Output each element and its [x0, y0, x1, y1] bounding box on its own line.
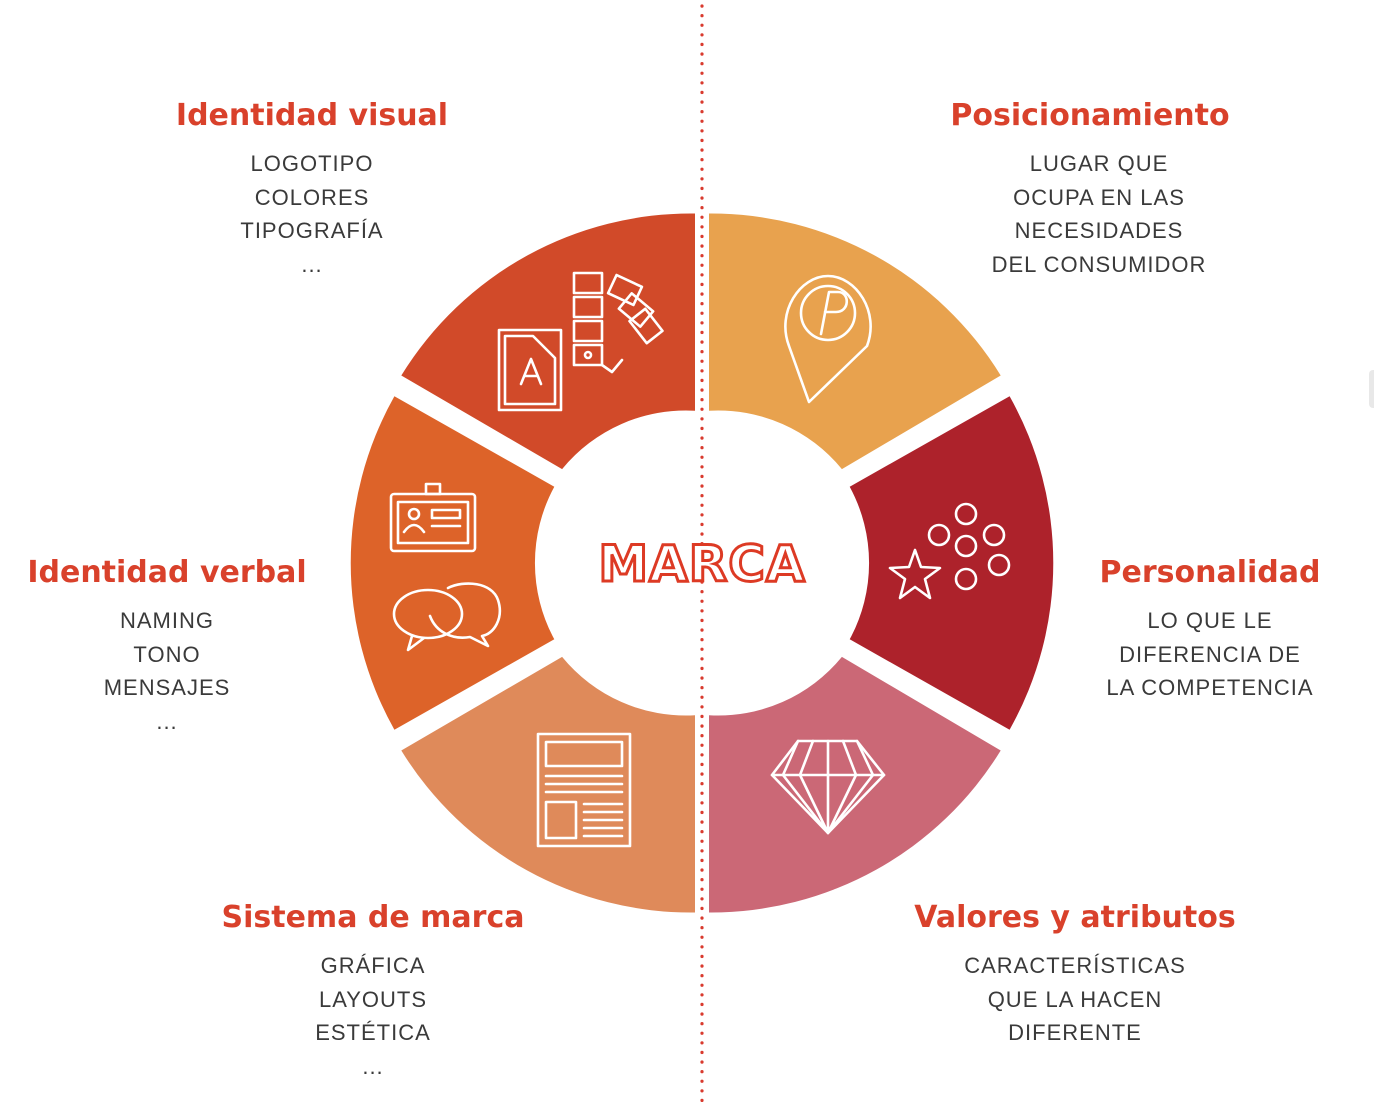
section-title: Identidad visual [175, 98, 449, 133]
speech-bubbles-icon [392, 582, 502, 652]
section-line: NAMING [120, 608, 214, 633]
section-line: LO QUE LE [1147, 608, 1273, 633]
section-personalidad: Personalidad LO QUE LE DIFERENCIA DE LA … [1054, 555, 1366, 705]
section-line: TONO [133, 641, 201, 667]
color-swatch-icon [572, 271, 664, 374]
layout-page-icon [536, 732, 632, 848]
section-line: LOGOTIPO [250, 151, 374, 176]
segment-personalidad [849, 396, 1054, 730]
center-label: MARCA [598, 535, 805, 593]
section-line: ... [301, 251, 323, 277]
section-identidad-visual: Identidad visual LOGOTIPO COLORES TIPOGR… [112, 98, 512, 281]
segment-identidad-verbal [350, 396, 555, 730]
segment-valores [709, 656, 1001, 913]
section-line: LAYOUTS [318, 986, 428, 1012]
segment-posicionamiento [709, 213, 1001, 470]
section-line: DEL CONSUMIDOR [991, 251, 1207, 277]
section-line: TIPOGRAFÍA [240, 218, 384, 243]
section-line: QUE LA HACEN [987, 986, 1163, 1012]
section-title: Sistema de marca [221, 900, 525, 935]
section-line: MENSAJES [103, 675, 231, 700]
location-pin-icon [784, 274, 872, 404]
section-title: Identidad verbal [27, 555, 307, 590]
section-line: LA COMPETENCIA [1106, 675, 1314, 700]
section-line: OCUPA EN LAS [1013, 184, 1185, 210]
section-title: Valores y atributos [914, 900, 1236, 935]
section-posicionamiento: Posicionamiento LUGAR QUE OCUPA EN LAS N… [890, 98, 1290, 281]
section-line: NECESIDADES [1014, 218, 1184, 243]
section-line: CARACTERÍSTICAS [964, 953, 1186, 978]
section-line: COLORES [254, 184, 370, 210]
section-line: DIFERENTE [1008, 1020, 1142, 1045]
id-badge-icon [389, 482, 477, 553]
star-dots-icon [888, 502, 1011, 600]
section-title: Personalidad [1099, 555, 1321, 590]
section-line: ... [156, 708, 178, 734]
section-sistema-marca: Sistema de marca GRÁFICA LAYOUTS ESTÉTIC… [173, 900, 573, 1083]
section-title: Posicionamiento [950, 98, 1230, 133]
section-line: GRÁFICA [320, 953, 426, 978]
diamond-icon [770, 739, 886, 835]
section-line: DIFERENCIA DE [1119, 641, 1301, 667]
document-a-icon [497, 328, 563, 412]
section-line: ESTÉTICA [315, 1020, 431, 1045]
section-valores: Valores y atributos CARACTERÍSTICAS QUE … [875, 900, 1275, 1050]
section-identidad-verbal: Identidad verbal NAMING TONO MENSAJES ..… [0, 555, 334, 738]
scroll-edge-tab [1369, 370, 1374, 408]
section-line: LUGAR QUE [1029, 151, 1169, 176]
section-line: ... [362, 1053, 384, 1079]
